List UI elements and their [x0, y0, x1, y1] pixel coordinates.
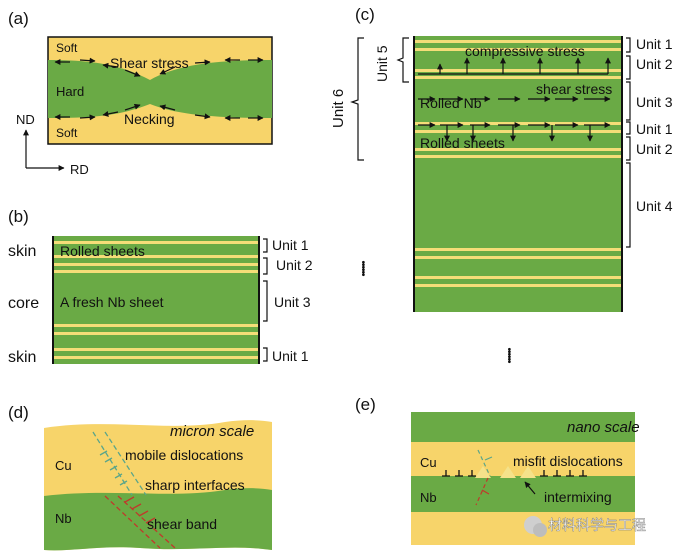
- unit-label-c-6: Unit 4: [636, 198, 673, 214]
- sharp-interfaces-label: sharp interfaces: [145, 477, 245, 493]
- intermixing-triangles: [475, 466, 536, 478]
- shear-band-label: shear band: [147, 516, 217, 532]
- cu-bottom-e: [411, 512, 635, 545]
- cu-dislocations-e: [477, 449, 493, 477]
- unit-brackets-b: [263, 238, 268, 362]
- soft-label-top: Soft: [56, 41, 78, 55]
- ellipsis-left: ••••••: [357, 260, 368, 277]
- stress-arrows-c: [418, 57, 611, 142]
- nb-layer-e: [411, 476, 635, 512]
- cu-label-e: Cu: [420, 455, 437, 470]
- panel-b-label: (b): [8, 207, 29, 226]
- misfit-dislocations-label: misfit dislocations: [513, 453, 623, 469]
- unit5-label: Unit 5: [374, 45, 390, 82]
- panel-c: (c): [330, 5, 673, 312]
- unit-label-b-2: Unit 2: [276, 257, 313, 273]
- core-label: core: [8, 295, 39, 312]
- shear-stress-label-a: Shear stress: [110, 55, 189, 71]
- skin-label-top: skin: [8, 243, 36, 260]
- panel-d-label: (d): [8, 403, 29, 422]
- unit-label-b-4: Unit 1: [272, 348, 309, 364]
- hard-label: Hard: [56, 84, 84, 99]
- unit-label-c-3: Unit 3: [636, 94, 673, 110]
- watermark: 材料科学与工程: [524, 516, 646, 537]
- mobile-dislocations-label: mobile dislocations: [125, 447, 243, 463]
- fresh-nb-sheet-label: A fresh Nb sheet: [60, 294, 164, 310]
- rolled-sheets-label-c: Rolled sheets: [420, 135, 505, 151]
- shear-band-d: [104, 495, 176, 549]
- unit-label-c-4: Unit 1: [636, 121, 673, 137]
- nb-label-e: Nb: [420, 490, 437, 505]
- necking-label: Necking: [124, 111, 175, 127]
- panel-b: (b) skin core skin Rolled sheets A fresh…: [8, 207, 313, 366]
- unit-brackets-c: [626, 37, 631, 248]
- micron-scale-label: micron scale: [170, 423, 254, 440]
- rd-axis-label: RD: [70, 162, 89, 177]
- unit-label-c-2: Unit 2: [636, 56, 673, 72]
- unit-label-c-1: Unit 1: [636, 36, 673, 52]
- skin-label-bottom: skin: [8, 349, 36, 366]
- intermixing-label: intermixing: [544, 489, 612, 505]
- panel-c-label: (c): [355, 5, 375, 24]
- shear-arrows-a: [54, 57, 264, 121]
- unit-label-b-3: Unit 3: [274, 294, 311, 310]
- rolled-sheets-label-b: Rolled sheets: [60, 243, 145, 259]
- rolled-nb-label: Rolled Nb: [420, 95, 482, 111]
- axes-nd-rd: ND RD: [16, 112, 89, 177]
- soft-label-bottom: Soft: [56, 126, 78, 140]
- nd-axis-label: ND: [16, 112, 35, 127]
- hard-layer-necking: [48, 60, 272, 118]
- unit-label-b-1: Unit 1: [272, 237, 309, 253]
- panel-a: (a) Soft Shear stress Hard Necking Soft: [8, 9, 273, 177]
- panel-e: (e) nano scale Cu: [355, 395, 640, 545]
- watermark-text: 材料科学与工程: [548, 518, 646, 534]
- unit6-label: Unit 6: [330, 89, 347, 128]
- intermixing-arrow: [524, 481, 536, 495]
- ellipsis-right: ••••••: [503, 347, 514, 364]
- stripes-b: [53, 241, 259, 359]
- nb-label-d: Nb: [55, 511, 72, 526]
- nano-scale-label: nano scale: [567, 419, 640, 436]
- nb-top-e: [411, 412, 635, 442]
- compressive-stress-label: compressive stress: [465, 43, 585, 59]
- cu-layer-e: [411, 442, 635, 476]
- nb-region-d: [44, 488, 272, 551]
- panel-d: (d) micron scale Cu mobile dislocations …: [8, 403, 272, 551]
- misfit-dislocations-e: [442, 470, 587, 477]
- shear-stress-label-c: shear stress: [536, 81, 612, 97]
- unit-label-c-5: Unit 2: [636, 141, 673, 157]
- sheet-c: [414, 36, 622, 312]
- mobile-dislocations-d: [92, 431, 147, 496]
- cu-label-d: Cu: [55, 458, 72, 473]
- panel-a-label: (a): [8, 9, 29, 28]
- unit-brackets-c-left: [350, 37, 409, 161]
- panel-e-label: (e): [355, 395, 376, 414]
- nb-dislocations-e: [475, 477, 490, 506]
